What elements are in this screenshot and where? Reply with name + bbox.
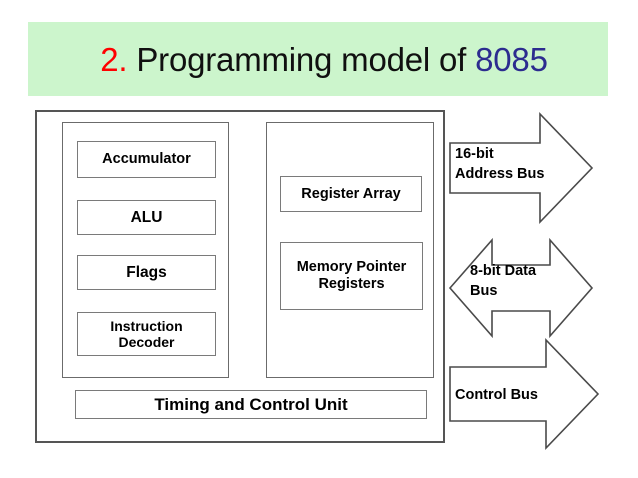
address-bus-label: 16-bit Address Bus	[455, 146, 545, 182]
title-chip-name: 8085	[475, 40, 548, 78]
block-accumulator: Accumulator	[77, 141, 216, 178]
page-title: 2. Programming model of 8085	[100, 43, 548, 76]
block-instruction-decoder: Instruction Decoder	[77, 312, 216, 356]
data-bus-label: 8-bit Data Bus	[470, 263, 537, 299]
slide-title-banner: 2. Programming model of 8085	[28, 22, 608, 96]
control-bus-label: Control Bus	[455, 387, 538, 403]
block-flags: Flags	[77, 255, 216, 290]
title-number: 2.	[100, 40, 128, 78]
data-bus-arrow-icon	[448, 238, 594, 338]
block-timing-and-control-unit: Timing and Control Unit	[75, 390, 427, 419]
title-main-text: Programming model of	[127, 40, 476, 78]
address-bus-arrow-icon	[448, 112, 594, 224]
block-alu: ALU	[77, 200, 216, 235]
block-register-array: Register Array	[280, 176, 422, 212]
block-memory-pointer-registers: Memory Pointer Registers	[280, 242, 423, 310]
control-bus-arrow-icon	[448, 338, 600, 450]
